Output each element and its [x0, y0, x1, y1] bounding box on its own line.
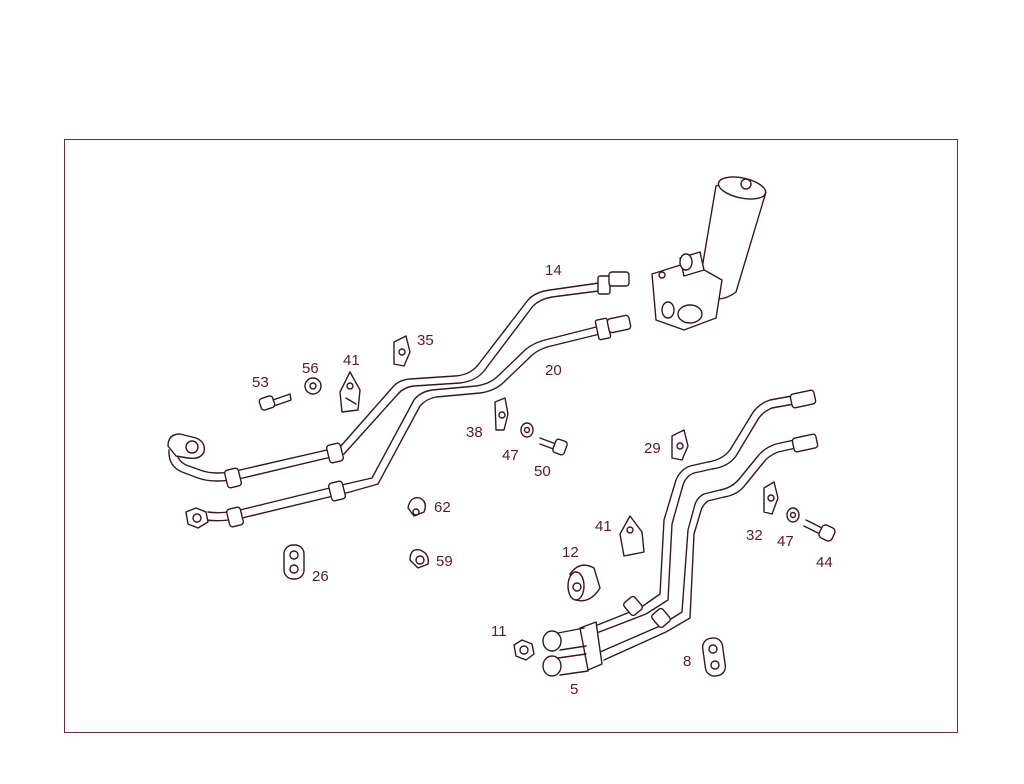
bolt-53 — [258, 393, 292, 411]
pipe-lower-lower — [599, 433, 819, 661]
bracket-41-lower — [619, 515, 645, 557]
clip-35 — [393, 335, 411, 367]
part-label-47-right: 47 — [777, 533, 794, 550]
part-label-29: 29 — [644, 440, 661, 457]
part-label-32: 32 — [746, 527, 763, 544]
part-label-38: 38 — [466, 424, 483, 441]
nut-11 — [513, 639, 535, 661]
clip-38 — [494, 397, 509, 431]
washer-56 — [304, 377, 322, 395]
part-label-20: 20 — [545, 362, 562, 379]
washer-47-left — [520, 422, 534, 438]
part-label-41-upper: 41 — [343, 352, 360, 369]
part-label-14: 14 — [545, 262, 562, 279]
part-label-26: 26 — [312, 568, 329, 585]
grommet-8 — [701, 637, 727, 677]
bolt-44 — [803, 519, 836, 542]
diagram-frame — [64, 139, 958, 733]
clip-32 — [763, 481, 779, 515]
part-label-56: 56 — [302, 360, 319, 377]
bolt-50 — [539, 437, 568, 456]
part-label-8: 8 — [683, 653, 691, 670]
pipe-bracket-5 — [542, 621, 603, 677]
component-body — [651, 176, 767, 331]
clip-29 — [671, 429, 689, 461]
part-label-62: 62 — [434, 499, 451, 516]
clamp-62 — [407, 497, 427, 517]
part-label-50: 50 — [534, 463, 551, 480]
part-label-11: 11 — [491, 623, 507, 640]
part-label-47-left: 47 — [502, 447, 519, 464]
part-label-44: 44 — [816, 554, 833, 571]
rubber-12 — [567, 564, 601, 602]
part-label-35: 35 — [417, 332, 434, 349]
part-label-41-lower: 41 — [595, 518, 612, 535]
part-label-59: 59 — [436, 553, 453, 570]
bracket-41-upper — [339, 371, 361, 413]
pipe-lower-upper — [589, 389, 817, 635]
grommet-26 — [283, 544, 305, 580]
part-label-53: 53 — [252, 374, 269, 391]
part-label-5: 5 — [570, 681, 578, 698]
washer-47-right — [786, 507, 800, 523]
pipe-14 — [167, 271, 630, 489]
part-label-12: 12 — [562, 544, 579, 561]
clamp-59 — [409, 549, 430, 569]
pipe-20 — [185, 314, 632, 529]
